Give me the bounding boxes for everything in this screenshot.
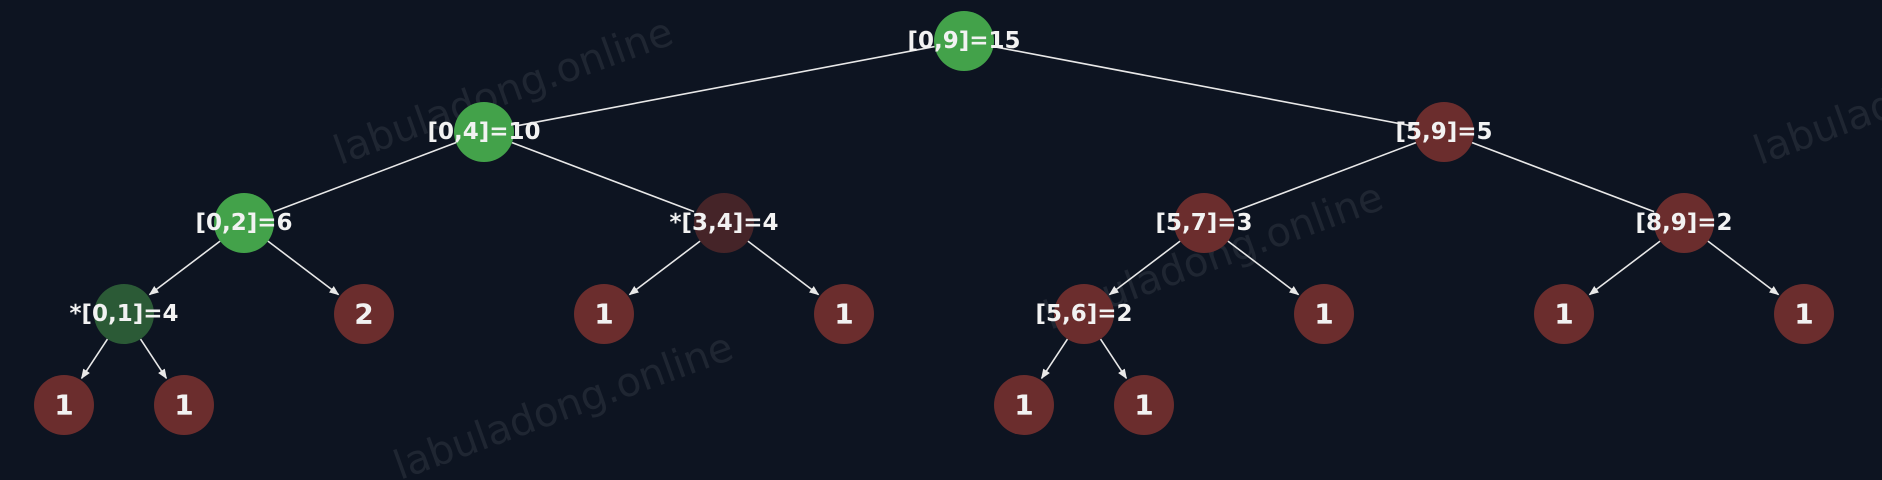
watermark-text: labuladong.online xyxy=(388,324,740,480)
tree-node-n6: [8,9]=2 xyxy=(1635,193,1733,253)
tree-node-n18: 1 xyxy=(1114,375,1174,435)
edge-n7-n15 xyxy=(80,338,109,380)
edge-n7-n16 xyxy=(139,338,168,380)
node-circle xyxy=(1414,102,1474,162)
tree-node-n2: [5,9]=5 xyxy=(1395,102,1493,162)
node-circle xyxy=(574,284,634,344)
edge-n4-n9 xyxy=(628,240,701,296)
node-circle xyxy=(34,375,94,435)
tree-node-n13: 1 xyxy=(1534,284,1594,344)
node-label: 1 xyxy=(1554,298,1573,331)
edge-n1-n3 xyxy=(273,141,457,213)
node-label: 1 xyxy=(594,298,613,331)
tree-node-n7: *[0,1]=4 xyxy=(69,284,179,344)
edge-n6-n14 xyxy=(1707,240,1780,296)
node-circle xyxy=(1654,193,1714,253)
node-label: 1 xyxy=(1314,298,1333,331)
edge-n4-n10 xyxy=(747,240,820,296)
node-label: *[3,4]=4 xyxy=(669,210,778,236)
tree-node-n17: 1 xyxy=(994,375,1054,435)
node-circle xyxy=(214,193,274,253)
watermark-text: labuladong.online xyxy=(1748,9,1882,174)
edge-n5-n12 xyxy=(1227,240,1300,296)
edge-layer xyxy=(80,45,1780,380)
tree-node-n3: [0,2]=6 xyxy=(195,193,293,253)
node-circle xyxy=(154,375,214,435)
node-circle xyxy=(454,102,514,162)
node-label: 1 xyxy=(54,389,73,422)
edge-n0-n1 xyxy=(515,45,935,127)
node-circle xyxy=(1294,284,1354,344)
edge-n6-n13 xyxy=(1588,240,1661,296)
node-circle xyxy=(1534,284,1594,344)
node-circle xyxy=(1174,193,1234,253)
watermark-layer: labuladong.onlinelabuladong.onlinelabula… xyxy=(328,9,1882,480)
node-label: [8,9]=2 xyxy=(1635,210,1732,236)
tree-node-n8: 2 xyxy=(334,284,394,344)
edge-n0-n2 xyxy=(993,45,1413,127)
tree-node-n4: *[3,4]=4 xyxy=(669,193,779,253)
node-circle xyxy=(94,284,154,344)
node-label: [0,4]=10 xyxy=(427,119,540,145)
node-label: [0,2]=6 xyxy=(195,210,292,236)
node-circle xyxy=(694,193,754,253)
tree-node-n9: 1 xyxy=(574,284,634,344)
node-label: 1 xyxy=(174,389,193,422)
tree-node-n5: [5,7]=3 xyxy=(1155,193,1253,253)
edge-n3-n8 xyxy=(267,240,340,296)
node-label: 1 xyxy=(1134,389,1153,422)
node-circle xyxy=(934,11,994,71)
edge-n11-n18 xyxy=(1099,338,1128,380)
edge-n2-n5 xyxy=(1233,141,1417,213)
tree-node-n15: 1 xyxy=(34,375,94,435)
edge-n2-n6 xyxy=(1471,141,1655,213)
tree-node-n0: [0,9]=15 xyxy=(907,11,1021,71)
node-circle xyxy=(994,375,1054,435)
edge-n1-n4 xyxy=(511,141,695,213)
tree-node-n1: [0,4]=10 xyxy=(427,102,541,162)
node-circle xyxy=(814,284,874,344)
tree-node-n14: 1 xyxy=(1774,284,1834,344)
node-label: 1 xyxy=(1794,298,1813,331)
node-circle xyxy=(1114,375,1174,435)
node-label: *[0,1]=4 xyxy=(69,301,178,327)
tree-node-n10: 1 xyxy=(814,284,874,344)
edge-n11-n17 xyxy=(1040,338,1069,380)
edge-n5-n11 xyxy=(1108,240,1181,296)
node-label: [5,7]=3 xyxy=(1155,210,1252,236)
tree-node-n16: 1 xyxy=(154,375,214,435)
edge-n3-n7 xyxy=(148,240,221,296)
node-label: 1 xyxy=(1014,389,1033,422)
node-label: 1 xyxy=(834,298,853,331)
node-label: [5,9]=5 xyxy=(1395,119,1492,145)
tree-node-n11: [5,6]=2 xyxy=(1035,284,1133,344)
node-circle xyxy=(334,284,394,344)
node-circle xyxy=(1054,284,1114,344)
node-circle xyxy=(1774,284,1834,344)
node-label: [5,6]=2 xyxy=(1035,301,1132,327)
node-layer: [0,9]=15 [0,4]=10 [5,9]=5 [0,2]=6 *[3,4]=4 [5… xyxy=(34,11,1834,435)
node-label: 2 xyxy=(354,298,373,331)
node-label: [0,9]=15 xyxy=(907,28,1020,54)
tree-node-n12: 1 xyxy=(1294,284,1354,344)
